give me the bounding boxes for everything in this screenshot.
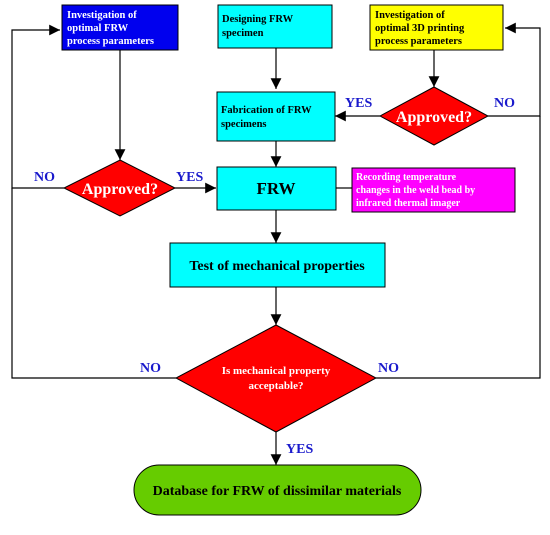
node-fabrication: Fabrication of FRW specimens	[216, 91, 336, 142]
node-frw-params-line1: Investigation of	[67, 10, 137, 21]
decision-acceptable-line2: acceptable?	[249, 380, 304, 392]
node-recording-temperature: Recording temperature changes in the wel…	[351, 167, 516, 213]
node-frw-params-line2: optimal FRW	[67, 23, 129, 34]
decision-acceptable: Is mechanical property acceptable?	[174, 324, 378, 433]
label-right-yes: YES	[345, 96, 372, 111]
branch-labels: YES NO NO YES NO NO YES	[34, 96, 515, 457]
label-bottom-yes: YES	[286, 442, 313, 457]
label-right-no: NO	[494, 96, 515, 111]
label-bottom-right-no: NO	[378, 361, 399, 376]
label-left-no: NO	[34, 170, 55, 185]
arrow-approved-left-no-loop	[11, 24, 64, 189]
decision-approved-left: Approved?	[62, 159, 177, 217]
label-left-yes: YES	[176, 170, 203, 185]
node-3d-printing-parameters: Investigation of optimal 3D printing pro…	[369, 4, 504, 51]
decision-acceptable-line1: Is mechanical property	[222, 365, 331, 377]
node-printing-line2: optimal 3D printing	[375, 23, 465, 34]
node-frw-text: FRW	[256, 179, 295, 198]
node-database: Database for FRW of dissimilar materials	[133, 464, 422, 516]
node-fabrication-line2: specimens	[221, 119, 267, 130]
node-mechanical-test: Test of mechanical properties	[169, 242, 386, 288]
node-designing-specimen: Designing FRW specimen	[217, 4, 333, 49]
decision-approved-left-text: Approved?	[82, 181, 158, 198]
node-recording-line2: changes in the weld bead by	[356, 185, 475, 196]
node-frw: FRW	[216, 166, 337, 211]
decision-approved-right: Approved?	[378, 86, 490, 146]
node-fabrication-line1: Fabrication of FRW	[221, 105, 312, 116]
arrow-acceptable-no-left	[11, 188, 176, 379]
decision-approved-right-text: Approved?	[396, 109, 472, 126]
node-recording-line3: infrared thermal imager	[356, 198, 461, 209]
node-recording-line1: Recording temperature	[356, 172, 457, 183]
arrow-acceptable-no-right	[376, 116, 541, 379]
node-printing-line1: Investigation of	[375, 10, 445, 21]
node-database-text: Database for FRW of dissimilar materials	[153, 484, 402, 499]
connectors	[11, 22, 541, 465]
node-frw-params-line3: process parameters	[67, 36, 154, 47]
arrow-approved-right-no-loop	[488, 22, 541, 117]
node-frw-process-parameters: Investigation of optimal FRW process par…	[61, 4, 179, 51]
node-design-line2: specimen	[222, 28, 264, 39]
node-mech-test-text: Test of mechanical properties	[189, 259, 365, 274]
node-design-line1: Designing FRW	[222, 14, 294, 25]
node-printing-line3: process parameters	[375, 36, 462, 47]
label-bottom-left-no: NO	[140, 361, 161, 376]
